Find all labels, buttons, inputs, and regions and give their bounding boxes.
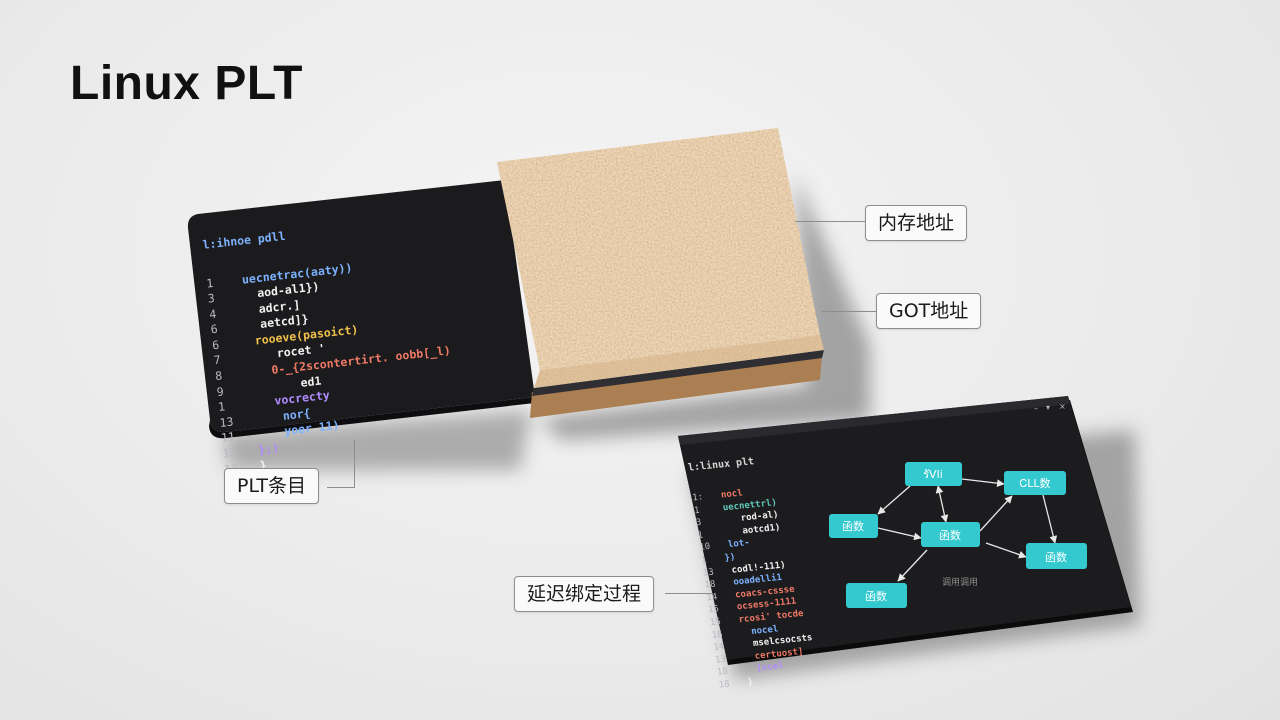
code-text: }) xyxy=(718,552,737,564)
line-number: 7 xyxy=(213,353,222,368)
leader-line-lazy xyxy=(665,593,713,594)
diagram-node-label: ᏟLL数 xyxy=(1019,477,1050,490)
line-number: 3 xyxy=(207,290,216,306)
page-title: Linux PLT xyxy=(70,57,303,110)
diagram-node-bottom: 函数 xyxy=(846,583,907,608)
code-text: } xyxy=(736,677,754,689)
line-number: 14 xyxy=(705,592,719,604)
line-number: 6 xyxy=(211,337,220,353)
diagram-node-left: 函数 xyxy=(829,514,878,538)
diagram-node-top: รัVIi xyxy=(905,462,962,486)
memory-address-label: 内存地址 xyxy=(865,205,968,241)
diagram-node-label: 函数 xyxy=(842,520,864,533)
lazy-binding-label: 延迟绑定过程 xyxy=(514,576,655,612)
line-number: 10 xyxy=(698,542,711,554)
line-number: 9 xyxy=(216,384,225,399)
line-number: 13 xyxy=(702,567,715,579)
line-number: 1 xyxy=(693,505,701,516)
line-number: 1: xyxy=(691,492,704,504)
line-number: 14 xyxy=(712,642,726,654)
diagram-caption: 调用调用 xyxy=(942,577,978,588)
leader-line-got xyxy=(822,311,876,312)
diagram-nodes: รัVIi ᏟLL数 函数 函数 函数 函数 调用调用 xyxy=(829,462,1087,608)
line-number: 1 xyxy=(217,399,226,415)
leader-line-plt xyxy=(354,440,355,487)
code-text: };) xyxy=(243,440,280,459)
line-number: 16 xyxy=(711,629,724,641)
code-text: lot- xyxy=(716,538,751,552)
window-control-icons: – ▾ × xyxy=(1034,402,1066,413)
code-text: nocl xyxy=(709,488,744,502)
line-number: 15 xyxy=(709,617,722,629)
chevron-down-icon: ▾ xyxy=(1046,403,1050,412)
leader-line-plt xyxy=(327,487,355,488)
line-number: 18 xyxy=(704,579,717,591)
left-code-listing: l:ihnoe pdll 1 uecnetrac(aaty))3 aod-al1… xyxy=(200,191,462,491)
diagram-edges xyxy=(877,478,1058,582)
diagram-node-right2: 函数 xyxy=(1026,543,1087,569)
line-number: 3 xyxy=(695,517,703,529)
line-number: 13 xyxy=(714,654,727,666)
line-number: 8 xyxy=(214,368,223,384)
line-number: 11 xyxy=(220,429,236,446)
diagram-node-label: 函数 xyxy=(865,590,887,603)
diagram-node-center: 函数 xyxy=(921,522,980,547)
minimize-icon: – xyxy=(1034,404,1038,413)
right-code-window xyxy=(678,396,1133,665)
line-number: 15 xyxy=(707,604,720,616)
plt-entry-label: PLT条目 xyxy=(224,468,320,504)
line-number: 18 xyxy=(716,666,729,678)
diagram-node-label: 函数 xyxy=(939,529,961,542)
line-number: 4 xyxy=(208,306,217,322)
close-icon: × xyxy=(1059,402,1066,411)
line-number: 6 xyxy=(210,321,219,337)
cork-block xyxy=(497,128,824,418)
code-header: l:linux plt xyxy=(687,456,755,474)
line-number: 18 xyxy=(718,679,731,691)
diagram-node-label: รัVIi xyxy=(923,468,943,481)
left-panel-shadow xyxy=(222,410,532,470)
line-number: 1 xyxy=(205,275,214,291)
line-number: 1 xyxy=(697,530,704,541)
code-lines: 1 uecnetrac(aaty))3 aod-al1})4 adcr.]6 a… xyxy=(206,252,461,480)
leader-line-memory xyxy=(795,221,865,222)
got-address-label: GOT地址 xyxy=(876,293,982,329)
line-number: 12 xyxy=(221,445,238,461)
line-number: 13 xyxy=(218,414,235,430)
diagram-node-right1: ᏟLL数 xyxy=(1004,471,1066,495)
left-code-panel xyxy=(187,180,535,439)
diagram-node-label: 函数 xyxy=(1045,551,1067,564)
code-header: l:ihnoe pdll xyxy=(201,228,287,252)
line-number: 1 xyxy=(700,555,708,566)
